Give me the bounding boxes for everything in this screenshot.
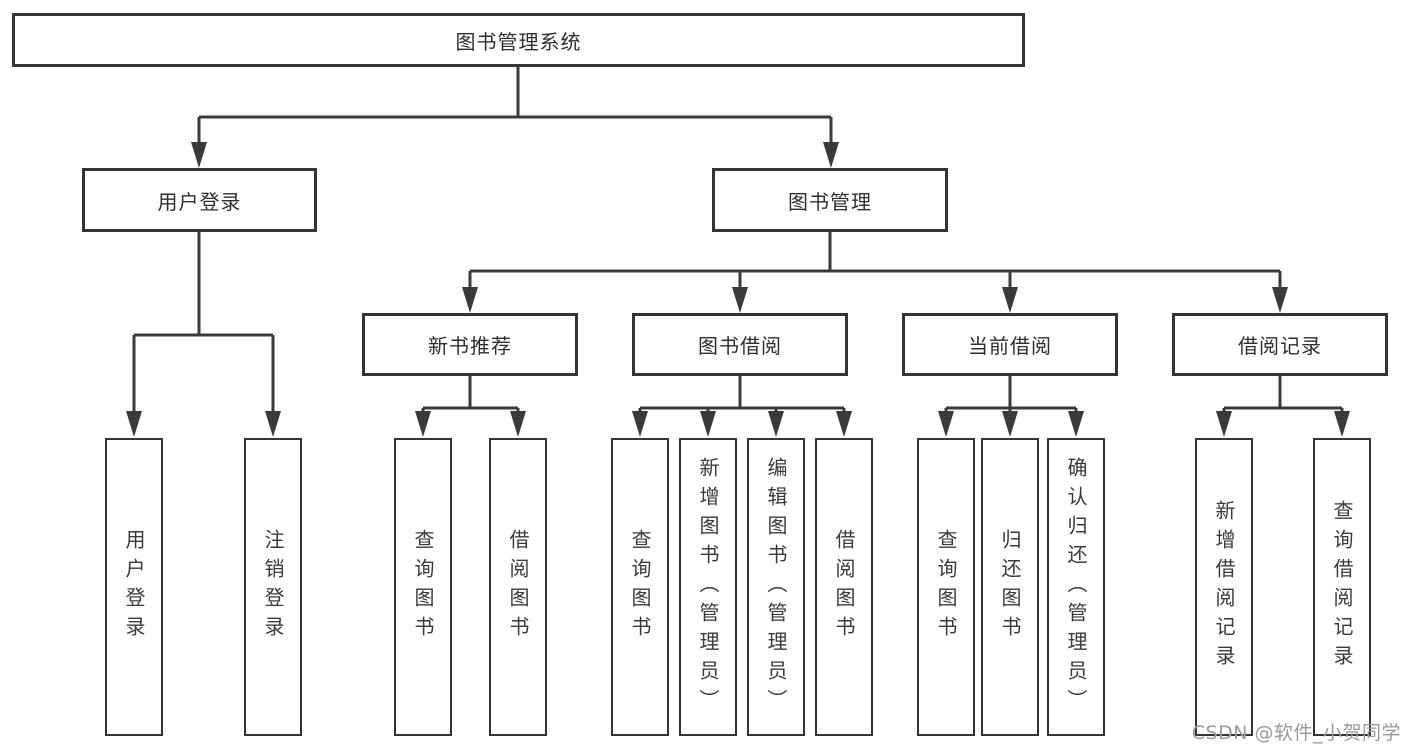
node-label: 查询图书 <box>411 529 435 645</box>
leaf-query-books-borrowing: 查询图书 <box>611 438 669 736</box>
node-label: 注销登录 <box>261 529 285 645</box>
edge-newbooks-to-leaves <box>421 376 520 415</box>
node-label: 确认归还（管理员） <box>1064 456 1088 718</box>
leaf-return-books: 归还图书 <box>981 438 1039 736</box>
node-label: 图书管理系统 <box>455 29 582 54</box>
node-book-borrowing: 图书借阅 <box>632 313 848 376</box>
node-label: 借阅图书 <box>832 529 856 645</box>
leaf-add-books-admin: 新增图书（管理员） <box>679 438 737 736</box>
node-label: 查询图书 <box>628 529 652 645</box>
edge-borrow-to-leaves <box>638 376 846 415</box>
node-label: 查询图书 <box>934 529 958 645</box>
leaf-logout: 注销登录 <box>244 438 302 736</box>
leaf-confirm-return-admin: 确认归还（管理员） <box>1047 438 1105 736</box>
edge-records-to-leaves <box>1222 376 1344 415</box>
node-user-login: 用户登录 <box>82 168 317 232</box>
leaf-borrow-books-recommend: 借阅图书 <box>489 438 547 736</box>
leaf-query-books-recommend: 查询图书 <box>394 438 452 736</box>
node-label: 新增借阅记录 <box>1212 500 1236 674</box>
node-label: 归还图书 <box>998 529 1022 645</box>
leaf-query-borrow-record: 查询借阅记录 <box>1313 438 1371 736</box>
node-label: 用户登录 <box>122 529 146 645</box>
leaf-borrow-books: 借阅图书 <box>815 438 873 736</box>
edge-current-to-leaves <box>944 376 1078 415</box>
arrowheads <box>126 142 1350 437</box>
csdn-watermark: CSDN @软件_小贺同学 <box>1191 722 1401 744</box>
node-new-book-recommend: 新书推荐 <box>362 313 578 376</box>
node-label: 借阅记录 <box>1238 334 1322 358</box>
leaf-user-login: 用户登录 <box>105 438 163 736</box>
leaf-query-books-current: 查询图书 <box>917 438 975 736</box>
node-label: 新书推荐 <box>428 334 512 358</box>
node-root-library-system: 图书管理系统 <box>12 13 1025 67</box>
node-current-borrowing: 当前借阅 <box>902 313 1118 376</box>
node-borrowing-records: 借阅记录 <box>1172 313 1388 376</box>
edge-root-to-level2 <box>197 67 833 144</box>
node-label: 图书借阅 <box>698 334 782 358</box>
leaf-edit-books-admin: 编辑图书（管理员） <box>747 438 805 736</box>
node-label: 图书管理 <box>788 189 872 214</box>
node-label: 新增图书（管理员） <box>696 456 720 718</box>
edge-bookmgmt-to-level3 <box>468 232 1282 290</box>
node-book-management: 图书管理 <box>712 168 948 232</box>
node-label: 用户登录 <box>157 189 242 214</box>
node-label: 查询借阅记录 <box>1330 500 1354 674</box>
edge-userlogin-to-leaves <box>132 232 275 413</box>
node-label: 当前借阅 <box>968 334 1052 358</box>
node-label: 借阅图书 <box>506 529 530 645</box>
node-label: 编辑图书（管理员） <box>764 456 788 718</box>
leaf-add-borrow-record: 新增借阅记录 <box>1195 438 1253 736</box>
